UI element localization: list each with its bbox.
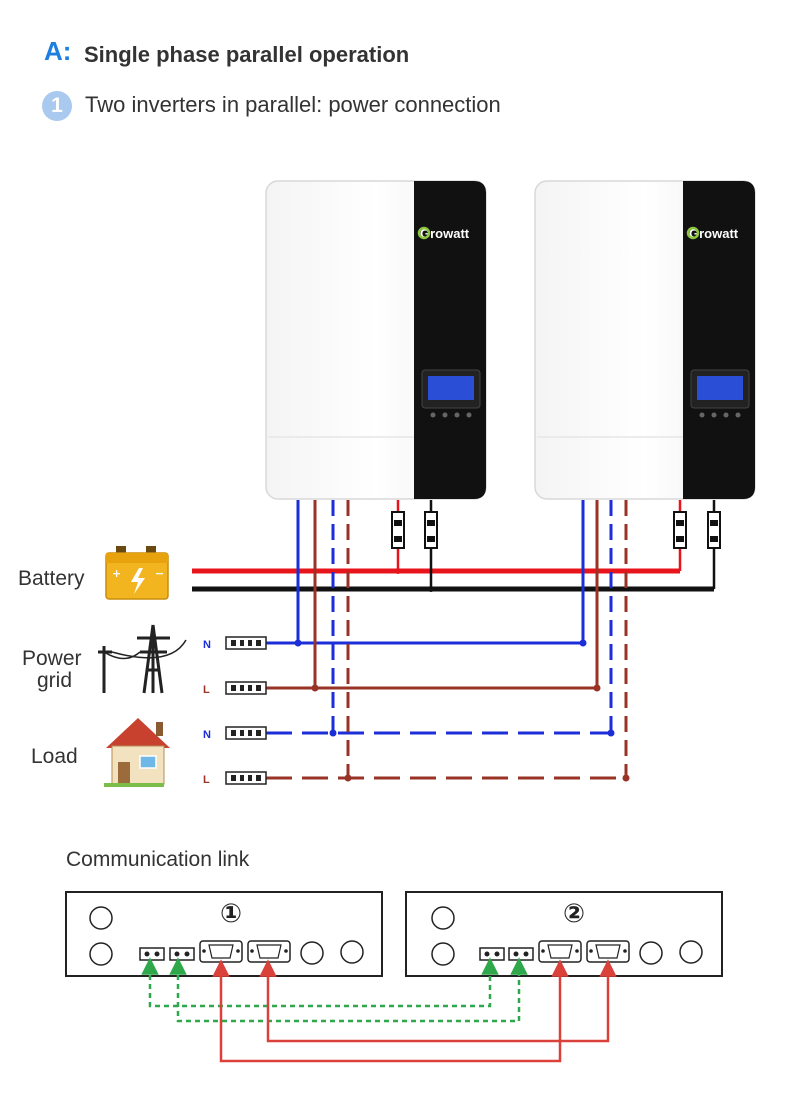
- communication-link-title: Communication link: [66, 848, 250, 871]
- comm-board-2: ②: [405, 891, 723, 977]
- step-number-badge: 1: [42, 91, 72, 121]
- comm-board-1-number: ①: [220, 899, 242, 929]
- grid-wiring: [266, 500, 601, 692]
- comm-board-2-number: ②: [563, 899, 585, 929]
- power-grid-label-line1: Power: [22, 647, 82, 670]
- section-title: Single phase parallel operation: [84, 42, 410, 67]
- load-wiring: [266, 500, 630, 782]
- svg-text:−: −: [155, 567, 164, 580]
- inverter-1: Growatt: [265, 180, 487, 500]
- power-tower-icon: [98, 624, 187, 694]
- load-label: Load: [31, 745, 78, 768]
- inverter-2-dc-breakers: [673, 500, 721, 589]
- power-grid-label-line2: grid: [37, 669, 73, 692]
- section-letter: A:: [44, 36, 72, 66]
- svg-text:+: +: [112, 567, 121, 580]
- grid-l-label: L: [203, 684, 210, 696]
- terminal-blocks: N L N L: [203, 636, 267, 786]
- battery-icon: + −: [105, 546, 169, 600]
- grid-n-label: N: [203, 639, 211, 651]
- inverter-1-dc-breakers: [391, 500, 438, 592]
- comm-red-links: [212, 959, 617, 1063]
- battery-label: Battery: [18, 567, 85, 590]
- step-description: Two inverters in parallel: power connect…: [85, 92, 501, 117]
- comm-board-1: ①: [65, 891, 383, 977]
- inverter-1-lcd: [428, 376, 474, 400]
- inverter-2-brand: Growatt: [689, 226, 739, 241]
- load-l-label: L: [203, 774, 210, 786]
- inverter-2-lcd: [697, 376, 743, 400]
- inverter-2: Growatt: [534, 180, 756, 500]
- house-icon: [104, 718, 170, 787]
- comm-green-links: [141, 957, 528, 1023]
- inverter-1-brand: Growatt: [420, 226, 470, 241]
- load-n-label: N: [203, 729, 211, 741]
